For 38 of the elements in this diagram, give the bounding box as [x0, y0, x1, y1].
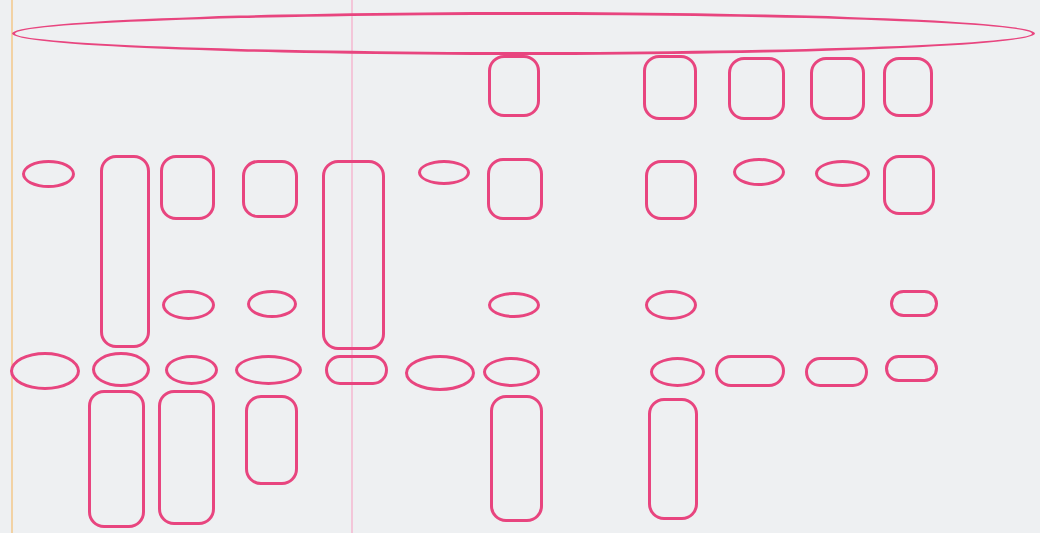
- sketch-box: [883, 155, 935, 215]
- sketch-box: [890, 290, 938, 317]
- sketch-oval: [162, 290, 215, 320]
- sketch-box: [88, 390, 145, 528]
- sketch-box: [810, 57, 865, 120]
- sketch-oval: [650, 357, 705, 387]
- sketch-box: [245, 395, 298, 485]
- sketch-oval: [165, 355, 218, 385]
- sketch-box: [158, 390, 215, 525]
- sketch-box: [648, 398, 698, 520]
- sketch-oval: [247, 290, 297, 318]
- sketch-box: [100, 155, 150, 348]
- sketch-box: [643, 55, 697, 120]
- sketch-box: [487, 158, 543, 220]
- sketch-box: [488, 55, 540, 117]
- sketch-oval: [483, 357, 540, 387]
- sketch-oval: [405, 355, 475, 391]
- sketch-oval: [22, 160, 75, 188]
- sketch-oval: [815, 160, 870, 187]
- sketch-oval: [12, 12, 1035, 55]
- sketch-oval: [733, 158, 785, 186]
- sketch-box: [325, 355, 388, 385]
- sketch-oval: [92, 352, 150, 387]
- sketch-box: [322, 160, 385, 350]
- sketch-oval: [235, 355, 302, 385]
- sketch-box: [885, 355, 938, 382]
- sketch-box: [883, 57, 933, 117]
- sketch-oval: [488, 292, 540, 318]
- sketch-box: [805, 357, 868, 387]
- sketch-box: [490, 395, 543, 522]
- sketch-box: [242, 160, 298, 218]
- sketch-box: [728, 57, 785, 120]
- sketch-oval: [10, 352, 80, 390]
- sketch-box: [645, 160, 697, 220]
- sketch-box: [715, 355, 785, 387]
- sketch-box: [160, 155, 215, 220]
- sketch-oval: [418, 160, 470, 185]
- sketch-oval: [645, 290, 697, 320]
